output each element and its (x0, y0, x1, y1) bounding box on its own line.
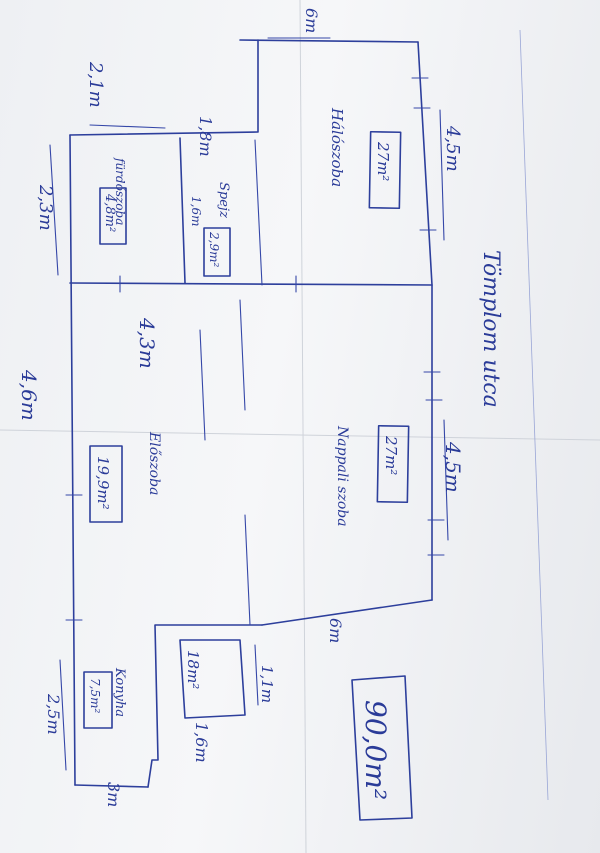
room-area-nappali: 27m² (382, 435, 400, 475)
room-name-furdoszoba: fürdőszoba (113, 157, 127, 225)
room-name-konyha: Konyha (112, 667, 127, 717)
dimension-label: 4,6m (17, 369, 41, 421)
dimension-arrows (49, 37, 449, 771)
total-area: 90,0m² (359, 700, 392, 800)
paper-fold (0, 429, 600, 441)
dimension-label: 4,5m (441, 441, 465, 493)
room-name-haloszoba: Hálószoba (328, 107, 346, 187)
room-area-box (368, 130, 402, 210)
dimension-label: 2,3m (35, 184, 56, 231)
dimension-label: 6m (302, 8, 321, 33)
room-area-eloszoba: 19,9m² (94, 456, 112, 510)
room-area-spejz: 2,9m² (207, 231, 221, 267)
wall-ticks (65, 77, 445, 621)
dimension-label: 4,3m (135, 317, 159, 369)
street-title: Tömplom utca (478, 250, 503, 408)
room-area-box (83, 671, 113, 729)
dimension-label: 1,8m (196, 116, 215, 157)
dimension-label: 1,6m (192, 722, 211, 763)
room-area-furdoszoba: 4,8m² (102, 193, 117, 232)
room-name-eloszoba: Előszoba (146, 431, 162, 495)
dimension-label: 3m (104, 782, 123, 807)
room-name-nappali: Nappali szoba (334, 425, 350, 527)
room-area-box (376, 424, 410, 504)
dimension-label: 4,5m (442, 125, 463, 172)
dimension-label: 6m (326, 618, 345, 643)
inner-walls (69, 137, 433, 719)
dimension-label: 2,5m (44, 693, 63, 735)
dimension-label: 2,1m (85, 61, 106, 108)
room-area-box (89, 445, 123, 523)
room-area-box (203, 227, 231, 277)
room-area-kisszoba: 18m² (184, 650, 202, 689)
room-area-box (99, 187, 127, 245)
room-area-konyha: 7,5m² (88, 678, 102, 713)
ruled-margin-line (519, 29, 549, 801)
room-name-spejz: Spejz (216, 182, 231, 218)
total-area-box (351, 675, 413, 821)
dimension-label: 1,1m (258, 665, 276, 703)
paper-fold (299, 0, 307, 853)
dimension-label: 1,6m (189, 196, 203, 226)
room-area-haloszoba: 27m² (374, 141, 392, 181)
